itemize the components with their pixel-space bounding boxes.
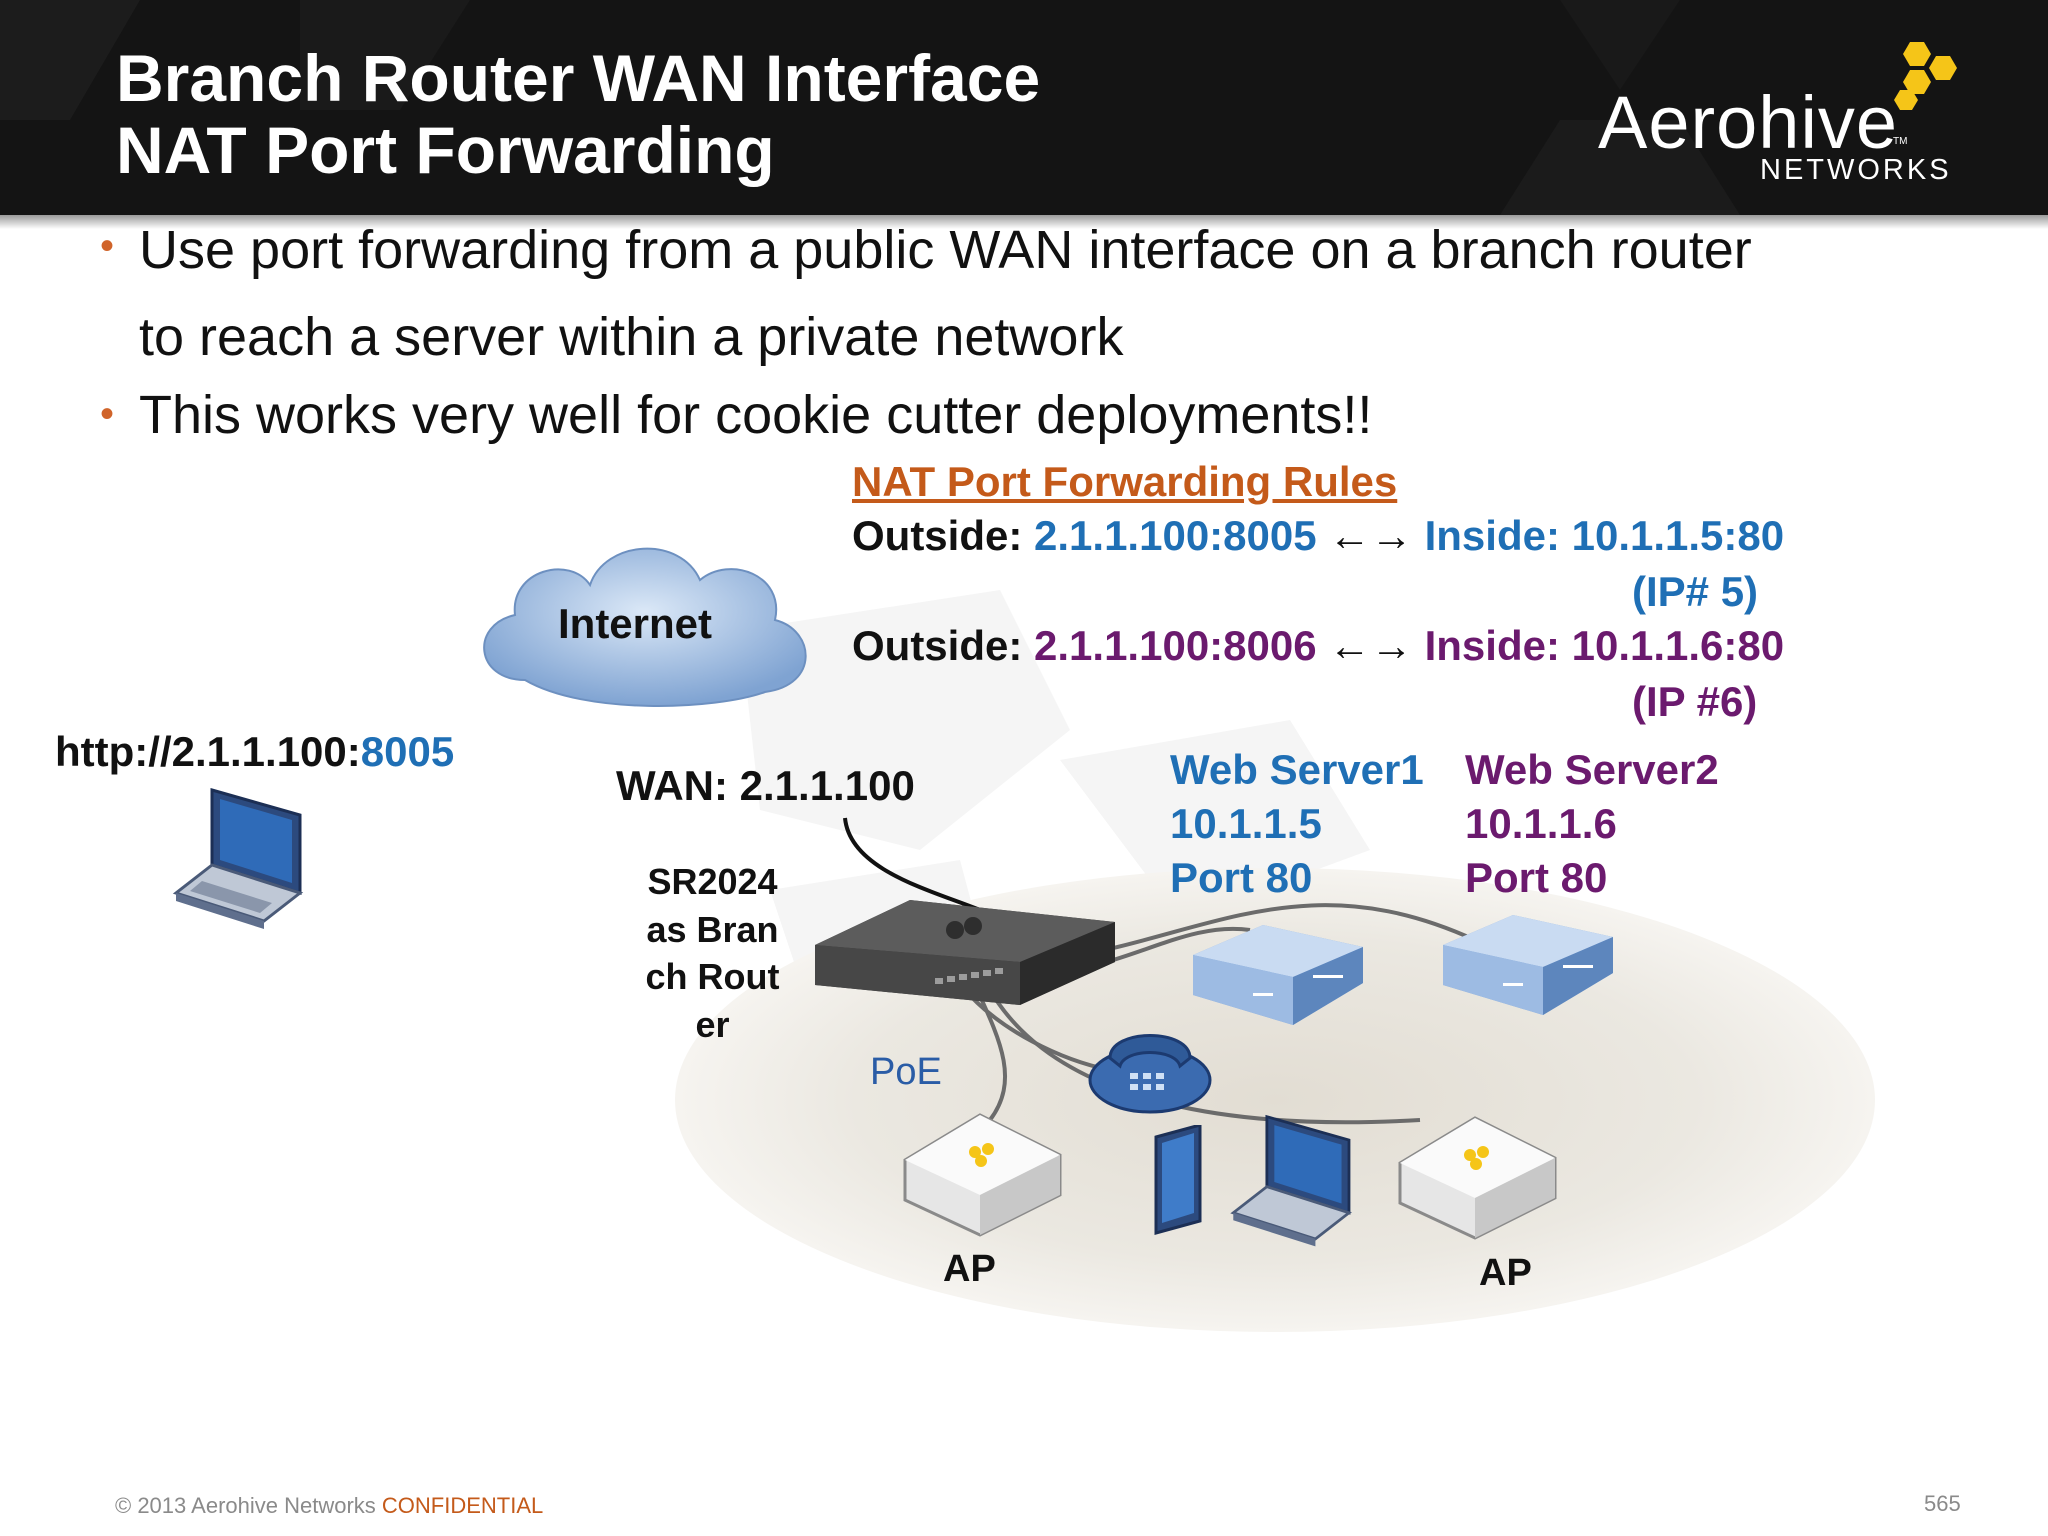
server2-ip: 10.1.1.6 <box>1465 800 1617 847</box>
ip-phone-icon <box>1088 1034 1212 1114</box>
server2-name: Web Server2 <box>1465 746 1719 793</box>
rule-1-outside-label: Outside: <box>852 512 1035 559</box>
rule-1-outside-value: 2.1.1.100:8005 <box>1034 512 1317 559</box>
arrow-bidirectional-icon: ←→ <box>1328 512 1413 559</box>
rule-1-note: (IP# 5) <box>1632 568 1759 615</box>
router-label: SR2024 as Branch Router <box>645 861 780 1045</box>
bullet-1-line2: to reach a server within a private netwo… <box>139 307 1124 367</box>
bullet-marker: • <box>100 224 115 268</box>
bullet-2-line1: This works very well for cookie cutter d… <box>139 385 1373 445</box>
rule-2-inside: Inside: 10.1.1.6:80 <box>1424 622 1785 669</box>
rule-1-inside: Inside: 10.1.1.5:80 <box>1424 512 1785 559</box>
slide-title-line1: Branch Router WAN Interface <box>116 41 1041 115</box>
logo-wordmark: Aerohive <box>1598 81 1899 164</box>
wan-label: WAN: 2.1.1.100 <box>616 762 915 809</box>
logo-trademark: TM <box>1893 136 1908 147</box>
tablet-icon <box>1154 1125 1202 1235</box>
cable-ap1 <box>973 984 1007 1122</box>
server-icon <box>1443 915 1613 1015</box>
access-point-icon <box>903 1113 1062 1237</box>
header-shadow <box>0 215 2048 229</box>
nat-rules-title: NAT Port Forwarding Rules <box>852 458 1398 505</box>
footer-copyright-text: © 2013 Aerohive Networks <box>115 1493 382 1518</box>
access-point-icon <box>1398 1116 1557 1240</box>
server1-port: Port 80 <box>1170 854 1313 901</box>
bullet-1-line1: Use port forwarding from a public WAN in… <box>139 220 1752 280</box>
nat-rule-1: Outside: 2.1.1.100:8005←→Inside: 10.1.1.… <box>852 512 1784 560</box>
arrow-bidirectional-icon: ←→ <box>1328 622 1413 669</box>
router-icon <box>815 900 1115 1005</box>
ap2-label: AP <box>1479 1252 1532 1294</box>
cloud-icon <box>483 547 807 707</box>
bullet-marker: • <box>100 392 115 436</box>
page-number: 565 <box>1924 1491 1961 1516</box>
client-url-prefix: http://2.1.1.100: <box>55 728 361 775</box>
ap1-label: AP <box>943 1248 996 1290</box>
footer-confidential: CONFIDENTIAL <box>381 1493 544 1518</box>
rule-2-outside-label: Outside: <box>852 622 1035 669</box>
server-icon <box>1193 925 1363 1025</box>
rule-2-note: (IP #6) <box>1632 678 1758 725</box>
footer-copyright: © 2013 Aerohive Networks CONFIDENTIAL <box>115 1493 543 1519</box>
server1-name: Web Server1 <box>1170 746 1424 793</box>
nat-rule-2: Outside: 2.1.1.100:8006←→Inside: 10.1.1.… <box>852 622 1784 670</box>
laptop-icon <box>172 788 304 929</box>
internet-label: Internet <box>558 600 713 647</box>
client-url: http://2.1.1.100:8005 <box>55 728 454 776</box>
laptop-icon <box>1230 1114 1352 1247</box>
poe-label: PoE <box>870 1051 942 1093</box>
slide-header: Branch Router WAN Interface NAT Port For… <box>0 0 2048 215</box>
rule-2-outside-value: 2.1.1.100:8006 <box>1034 622 1317 669</box>
logo-subtitle: NETWORKS <box>1760 154 1952 186</box>
server2-port: Port 80 <box>1465 854 1608 901</box>
header-hex-pattern <box>0 0 1740 215</box>
hexagon-cluster-icon <box>1894 42 1957 110</box>
server1-ip: 10.1.1.5 <box>1170 800 1322 847</box>
slide-title-line2: NAT Port Forwarding <box>116 113 775 187</box>
client-url-port: 8005 <box>360 728 455 775</box>
